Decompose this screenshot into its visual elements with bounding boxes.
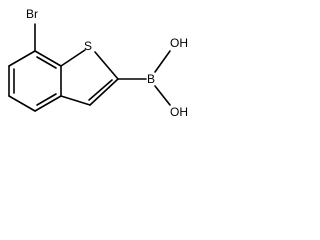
benzene-ring xyxy=(8,50,62,112)
hydroxyl-bottom-label: OH xyxy=(170,105,188,119)
boron-label: B xyxy=(147,72,155,86)
bond-c3a-c4 xyxy=(34,95,62,112)
bond-c6-c7 xyxy=(8,50,36,67)
bond-c3-c3a xyxy=(60,95,91,106)
double-bond-c3a-c4 xyxy=(36,93,57,106)
bond-s1-c2 xyxy=(94,51,119,80)
chemical-structure: Br S B OH OH xyxy=(8,7,188,119)
double-bond-c7-c7a xyxy=(36,56,57,69)
bond-c7a-s1 xyxy=(60,49,86,67)
hydroxyl-top-label: OH xyxy=(170,36,188,50)
bromine-label: Br xyxy=(26,7,38,21)
bond-c2-c3 xyxy=(89,78,119,106)
bond-c7-c7a xyxy=(34,50,62,67)
bond-b-oh-top xyxy=(154,50,171,73)
double-bond-c2-c3 xyxy=(88,79,113,101)
thiophene-ring xyxy=(60,49,119,106)
sulfur-label: S xyxy=(84,39,92,53)
bond-b-oh-bottom xyxy=(154,85,171,106)
bond-c4-c5 xyxy=(8,95,36,112)
